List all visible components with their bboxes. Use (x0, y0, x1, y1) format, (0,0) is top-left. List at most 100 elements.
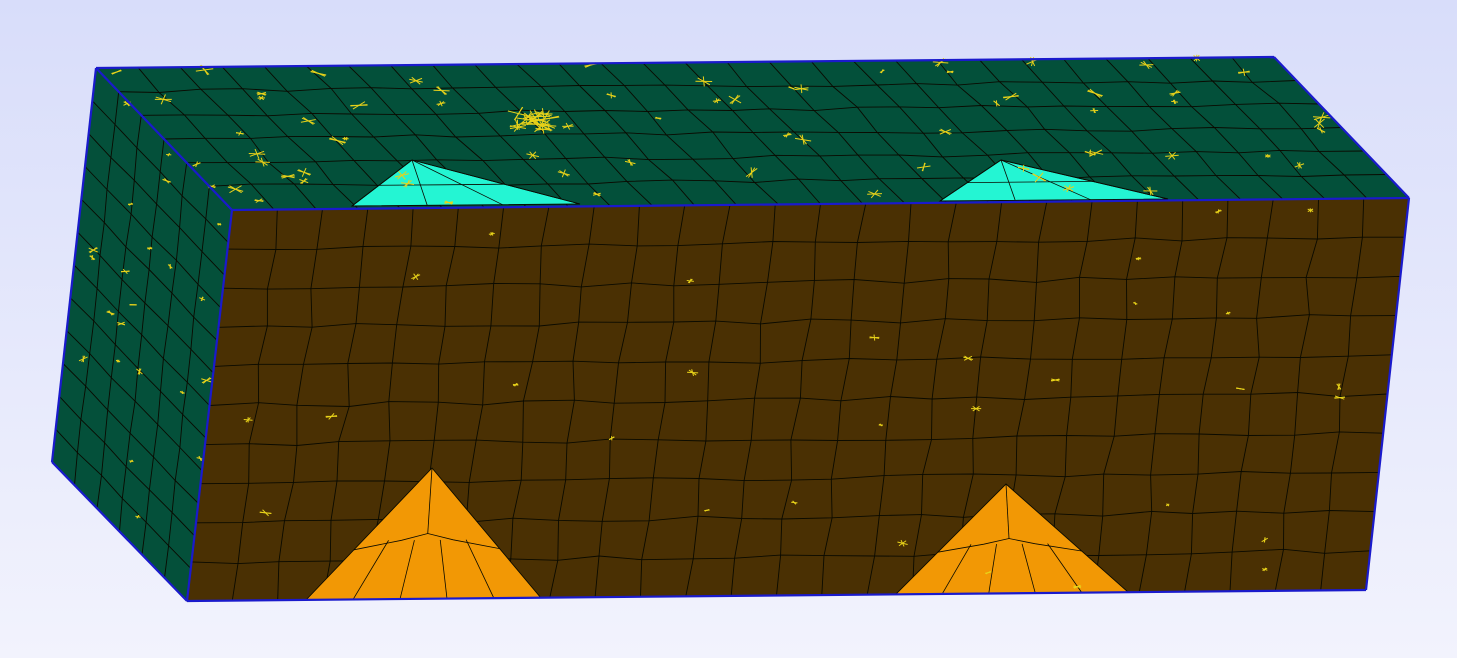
quality-marker (1263, 567, 1267, 572)
quality-marker (352, 101, 366, 110)
front-highlight-spoke (942, 544, 972, 594)
top-highlight-spoke (939, 159, 1002, 202)
left-face-col-line (141, 162, 188, 555)
top-face-col-line (1147, 57, 1284, 200)
top-face-col-line (137, 67, 275, 210)
boundary-edge (95, 55, 1275, 70)
quality-marker (704, 508, 710, 512)
quality-marker (107, 310, 114, 316)
quality-marker (880, 69, 884, 74)
quality-marker (1312, 116, 1331, 119)
quality-marker (411, 274, 421, 280)
quality-marker (437, 101, 445, 107)
boundary-edges (50, 55, 1411, 603)
quality-marker (255, 161, 270, 163)
front-face-col-line (821, 203, 867, 596)
quality-marker (783, 132, 791, 138)
quality-marker (301, 117, 315, 125)
top-face-col-line (221, 66, 359, 210)
quality-marker (534, 119, 551, 133)
top-face-col-line (432, 64, 569, 207)
front-face-col-line (912, 202, 957, 595)
front-face-col-line (594, 205, 640, 598)
quality-marker (1317, 117, 1322, 129)
quality-marker (301, 167, 307, 177)
quality-marker (245, 417, 251, 423)
top-highlight-spoke (411, 159, 428, 206)
front-face-col-line (685, 204, 731, 597)
quality-marker (791, 501, 798, 504)
quality-marker (745, 168, 758, 178)
quality-marker (788, 86, 795, 90)
front-face-col-line (1093, 200, 1138, 593)
quality-marker (124, 100, 130, 107)
quality-markers (78, 54, 1346, 589)
top-face-col-line (684, 62, 821, 205)
front-face-col-line (1138, 200, 1184, 593)
quality-marker (135, 515, 141, 518)
quality-marker (78, 356, 88, 362)
top-face-col-line (179, 66, 317, 210)
quality-marker (794, 137, 812, 142)
front-face-col-line (640, 205, 686, 597)
top-face-col-line (1189, 57, 1326, 200)
quality-marker (111, 69, 122, 75)
top-face-col-line (1105, 58, 1242, 201)
boundary-edge (1273, 56, 1410, 199)
quality-marker (728, 95, 742, 104)
top-face-col-line (852, 60, 989, 203)
top-face-col-line (979, 59, 1116, 202)
quality-marker (1236, 387, 1245, 390)
front-face-col-line (1184, 199, 1229, 592)
quality-marker (715, 98, 719, 104)
quality-marker (878, 423, 883, 427)
quality-marker (794, 86, 809, 91)
quality-marker (201, 377, 212, 384)
quality-marker (401, 182, 415, 185)
quality-marker (195, 161, 198, 168)
quality-marker (1017, 166, 1030, 171)
quality-marker (513, 106, 524, 121)
quality-marker (130, 459, 133, 463)
quality-marker (411, 76, 421, 85)
quality-marker (88, 247, 98, 253)
quality-marker (592, 192, 601, 196)
quality-marker (155, 96, 172, 103)
quality-marker (1319, 127, 1323, 134)
left-face-col-line (96, 115, 142, 509)
quality-marker (1090, 149, 1103, 157)
quality-marker (869, 336, 880, 339)
top-highlight-spoke (411, 159, 581, 205)
top-highlight-spoke (411, 159, 503, 206)
top-highlight-subdivision (378, 183, 505, 186)
quality-marker (1092, 108, 1096, 114)
top-highlight-subdivision (967, 181, 1093, 183)
quality-marker (179, 391, 185, 394)
quality-marker (1242, 68, 1246, 76)
boundary-edge (1364, 197, 1411, 591)
top-face-col-line (1231, 57, 1368, 199)
front-face-col-line (730, 204, 776, 596)
front-highlight-spoke (1005, 483, 1010, 539)
quality-marker (437, 85, 446, 96)
quality-marker (89, 255, 96, 260)
top-highlight-spoke (1000, 159, 1016, 201)
quality-marker (281, 174, 295, 179)
top-face (95, 56, 1410, 211)
front-face-col-line (1229, 199, 1274, 592)
quality-marker (117, 321, 125, 326)
quality-marker (898, 540, 907, 547)
quality-marker (1307, 208, 1314, 213)
front-highlight-spoke (1047, 543, 1082, 593)
boundary-edge (231, 196, 1410, 212)
front-highlight-spoke (1021, 543, 1036, 593)
front-face-col-line (503, 206, 550, 599)
quality-marker (514, 382, 518, 387)
quality-marker (529, 151, 537, 160)
quality-marker (235, 132, 244, 135)
quality-marker (259, 511, 272, 515)
quality-marker (985, 571, 992, 574)
boundary-edge (95, 67, 233, 211)
